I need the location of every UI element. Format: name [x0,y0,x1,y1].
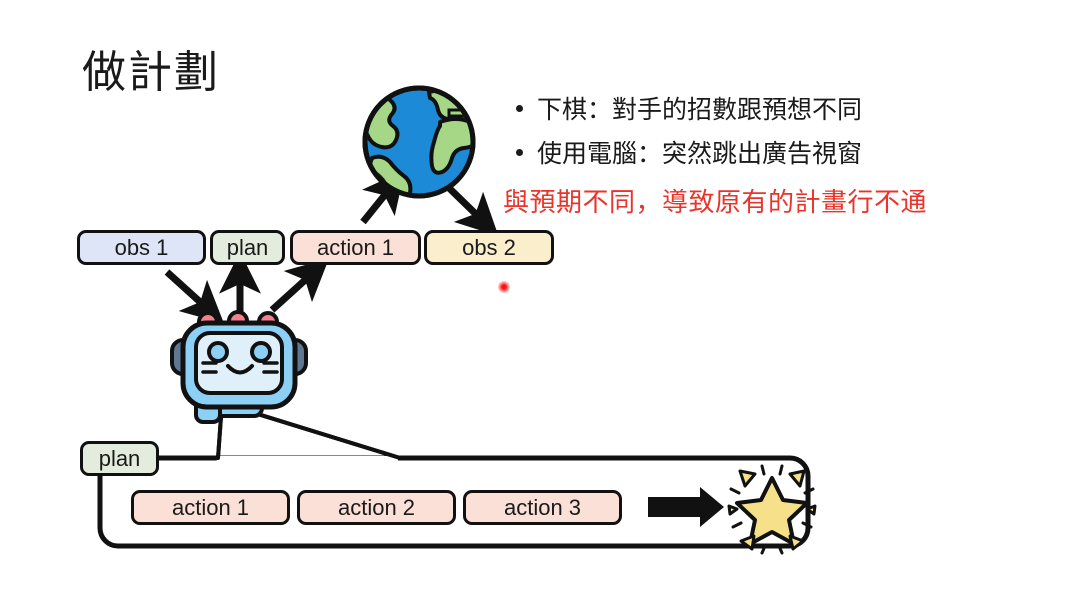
page-title: 做計劃 [82,48,220,97]
list-item: 使用電腦：突然跳出廣告視窗 [516,132,976,176]
bullet-dot-icon [516,149,523,156]
laser-pointer-dot [498,281,510,293]
plan-action-1[interactable]: action 1 [131,490,290,525]
list-item-label: 下棋：對手的招數跟預想不同 [537,96,863,124]
bullet-list: 下棋：對手的招數跟預想不同 使用電腦：突然跳出廣告視窗 [516,88,976,176]
node-action-1[interactable]: action 1 [290,230,421,265]
node-obs-1[interactable]: obs 1 [77,230,206,265]
sparkling-star-icon [727,464,817,555]
right-arrow-icon [648,487,724,527]
plan-action-3[interactable]: action 3 [463,490,622,525]
highlight-text: 與預期不同，導致原有的計畫行不通 [503,187,928,217]
plan-action-2[interactable]: action 2 [297,490,456,525]
callout-connector [216,401,402,461]
list-item-label: 使用電腦：突然跳出廣告視窗 [537,140,863,168]
plan-panel-tab[interactable]: plan [80,441,159,476]
robot-icon [170,310,308,424]
list-item: 下棋：對手的招數跟預想不同 [516,88,976,132]
node-plan[interactable]: plan [210,230,285,265]
globe-icon [362,85,476,199]
bullet-dot-icon [516,105,523,112]
node-obs-2[interactable]: obs 2 [424,230,554,265]
